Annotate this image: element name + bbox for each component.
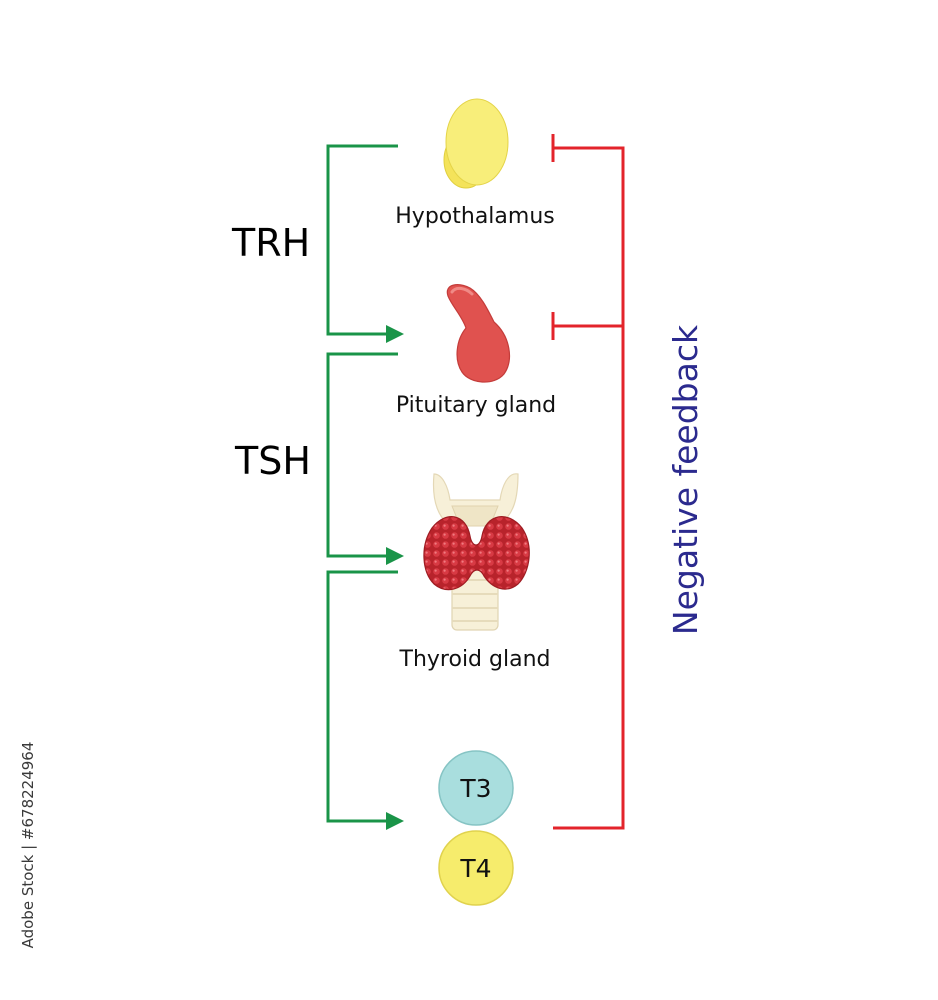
hypothalamus-label: Hypothalamus (395, 204, 554, 229)
tsh-arrow (326, 352, 404, 565)
tsh-label: TSH (234, 439, 311, 483)
stock-id-label: Adobe Stock | #678224964 (19, 742, 37, 949)
pituitary-icon (446, 284, 511, 383)
trh-label: TRH (231, 221, 310, 265)
t3-circle (438, 750, 514, 826)
t4-label: T4 (459, 854, 491, 883)
thyroid-icon (423, 473, 530, 631)
t4-circle (438, 830, 514, 906)
thyroid-label: Thyroid gland (399, 647, 551, 672)
trh-arrow (326, 144, 404, 343)
negative-feedback-line (551, 134, 625, 830)
pituitary-label: Pituitary gland (396, 393, 556, 418)
t3-label: T3 (459, 774, 491, 803)
thyroid-hormone-arrow (326, 570, 404, 830)
negative-feedback-label: Negative feedback (666, 324, 705, 635)
hypothalamus-icon (443, 98, 509, 189)
